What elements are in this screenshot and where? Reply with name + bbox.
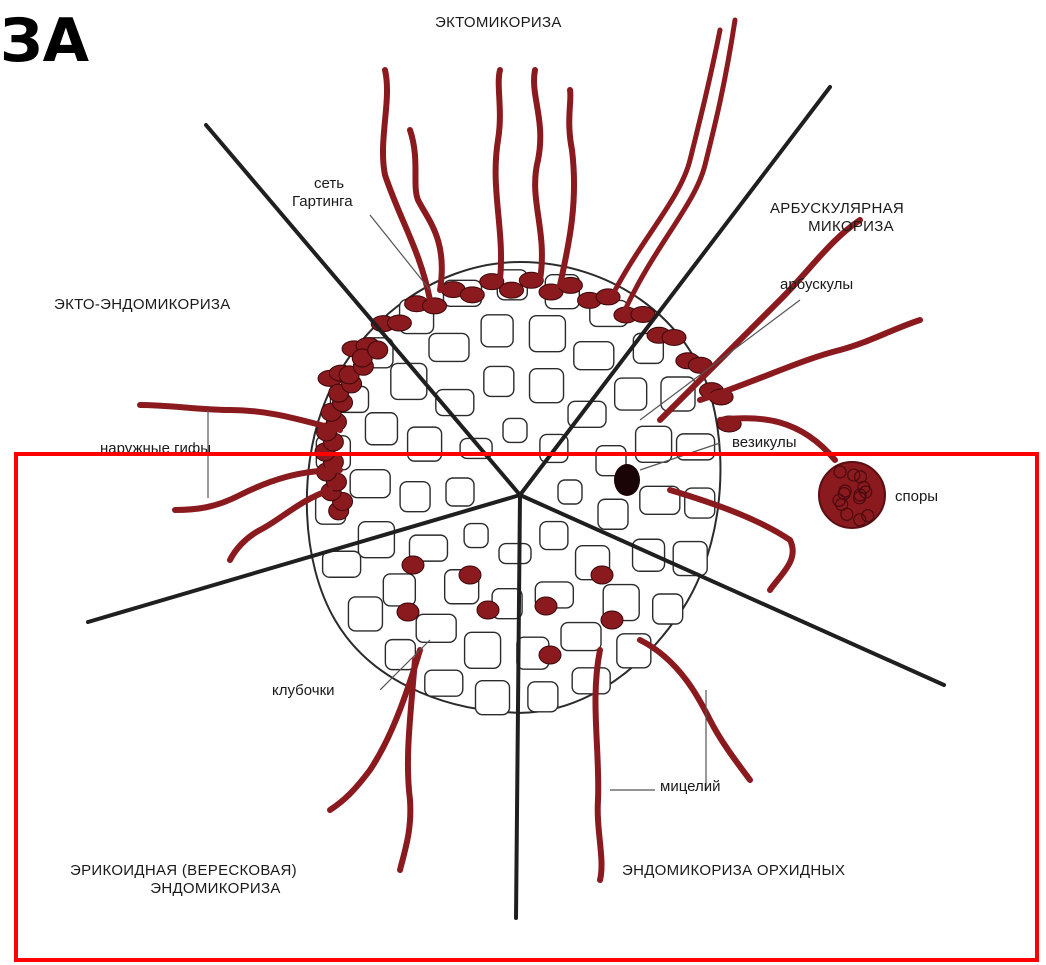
mantle-cell <box>387 315 411 331</box>
root-cell <box>385 640 415 670</box>
root-cell <box>416 614 456 642</box>
root-cell <box>323 551 361 577</box>
section-label-arbuscular: АРБУСКУЛЯРНАЯ МИКОРИЗА <box>770 200 904 236</box>
root-cell <box>350 470 390 498</box>
hypha-strand <box>140 405 340 430</box>
hyphal-coil <box>459 566 481 584</box>
root-cell <box>561 623 601 651</box>
hypha-strand <box>700 320 920 400</box>
hypha-strand <box>625 20 735 310</box>
root-cell <box>615 378 647 410</box>
ericoid-line1: ЭРИКОИДНАЯ (ВЕРЕСКОВАЯ) <box>70 862 297 880</box>
root-cell <box>365 413 397 445</box>
hypha-strand <box>496 70 501 280</box>
root-cell <box>528 682 558 712</box>
label-hartig-net: сеть Гартинга <box>292 175 353 211</box>
hypha-strand <box>660 220 860 420</box>
root-cell <box>400 482 430 512</box>
label-mycelium: мицелий <box>660 778 720 796</box>
root-cell <box>465 632 501 668</box>
hartig-line2: Гартинга <box>292 193 353 211</box>
section-label-ectomycorrhiza: ЭКТОМИКОРИЗА <box>435 14 562 32</box>
root-cell <box>653 594 683 624</box>
section-label-orchid: ЭНДОМИКОРИЗА ОРХИДНЫХ <box>622 862 845 880</box>
root-cell <box>558 480 582 504</box>
spore-cluster <box>819 462 885 528</box>
mantle-cell <box>460 287 484 303</box>
hypha-strand <box>560 90 574 285</box>
hypha-strand <box>640 640 750 780</box>
root-cell <box>429 333 469 361</box>
section-label-ericoid: ЭРИКОИДНАЯ (ВЕРЕСКОВАЯ) ЭНДОМИКОРИЗА <box>70 862 297 898</box>
hyphal-coil <box>601 611 623 629</box>
root-cell <box>475 681 509 715</box>
mantle-cell <box>368 341 388 359</box>
mantle-cell <box>423 298 447 314</box>
hyphal-coil <box>539 646 561 664</box>
arbuscular-line2: МИКОРИЗА <box>770 218 904 236</box>
root-cell <box>425 670 463 696</box>
vesicle-body <box>614 464 640 496</box>
hartig-line1: сеть <box>292 175 353 193</box>
mantle-cell <box>662 329 686 345</box>
root-cell <box>598 499 628 529</box>
arbuscular-line1: АРБУСКУЛЯРНАЯ <box>770 200 904 218</box>
hyphal-coil <box>477 601 499 619</box>
root-cell <box>464 524 488 548</box>
root-cell <box>529 316 565 352</box>
root-cell <box>617 634 651 668</box>
root-cell <box>348 597 382 631</box>
ericoid-line2: ЭНДОМИКОРИЗА <box>70 880 297 898</box>
root-cell <box>481 315 513 347</box>
mantle-cell <box>500 282 524 298</box>
hyphal-coil <box>535 597 557 615</box>
root-cell <box>636 426 672 462</box>
leader-hartig <box>370 215 430 290</box>
root-cell <box>383 574 415 606</box>
hypha-strand <box>534 70 542 280</box>
root-cell <box>499 544 531 564</box>
root-cell <box>572 668 610 694</box>
root-cell <box>633 539 665 571</box>
root-cell <box>484 366 514 396</box>
root-cell <box>574 342 614 370</box>
hyphal-coil <box>397 603 419 621</box>
root-cell <box>540 522 568 550</box>
hypha-strand <box>383 70 430 300</box>
hypha-strand <box>410 130 442 290</box>
section-label-ecto-endo: ЭКТО-ЭНДОМИКОРИЗА <box>54 296 231 314</box>
label-coils: клубочки <box>272 682 335 700</box>
root-cell <box>503 418 527 442</box>
root-cell <box>408 427 442 461</box>
label-outer-hyphae: наружные гифы <box>100 440 211 458</box>
label-arbuscules: арбускулы <box>780 276 853 294</box>
label-spores: споры <box>895 488 938 506</box>
label-vesicles: везикулы <box>732 434 797 452</box>
root-cell <box>530 369 564 403</box>
hyphal-coil <box>402 556 424 574</box>
hyphal-coil <box>591 566 613 584</box>
root-cell <box>446 478 474 506</box>
